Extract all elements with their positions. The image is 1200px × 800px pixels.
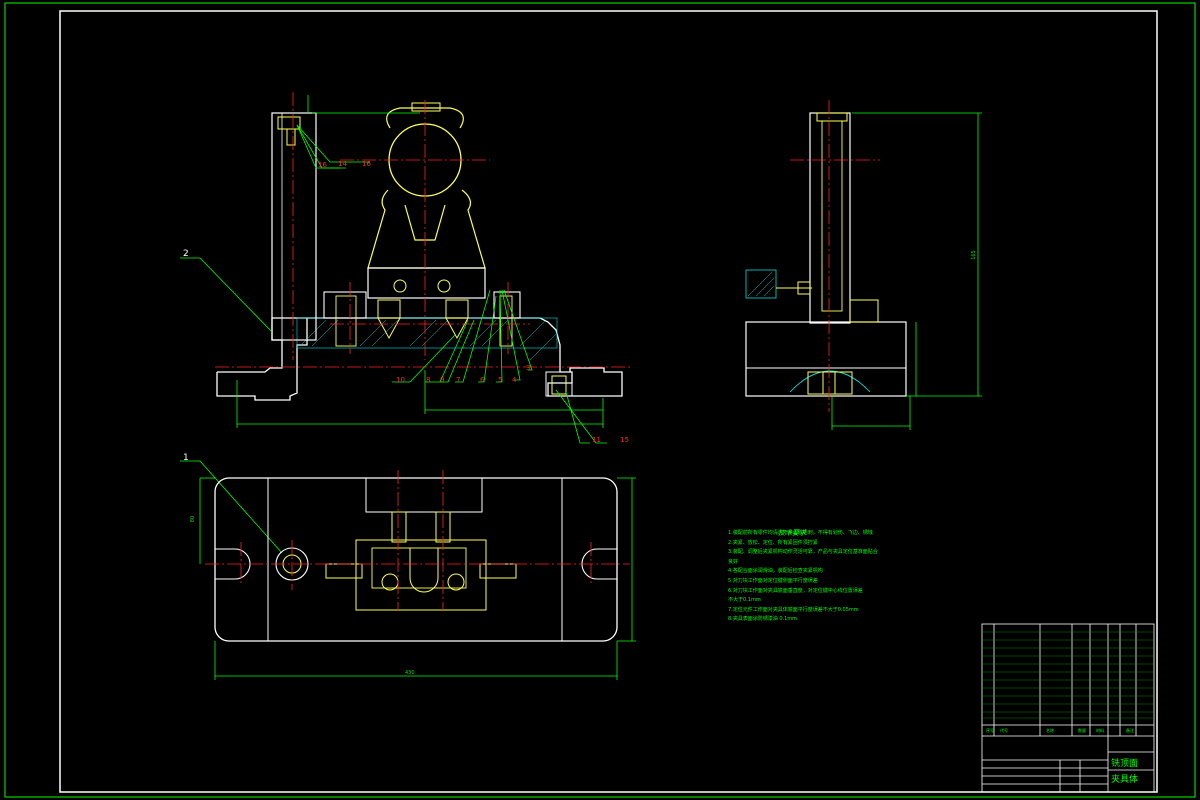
bom-header-name: 名称	[1046, 728, 1054, 733]
balloon-7: 7	[456, 376, 461, 384]
side-view	[745, 100, 982, 430]
bom-header-remark: 备注	[1126, 728, 1134, 733]
balloon-14: 14	[338, 160, 347, 168]
balloon-10: 10	[396, 376, 405, 384]
bom-header-no: 序号	[986, 728, 994, 733]
side-base	[745, 321, 907, 397]
drawing-subname: 夹具体	[1111, 775, 1139, 785]
plan-base-outline	[214, 477, 618, 642]
tech-req-item: 7.定位元件工作面对夹具体底面平行度误差不大于0.05mm	[728, 606, 859, 613]
tech-req-item: 不大于0.1mm	[728, 597, 761, 604]
plan-view	[199, 470, 636, 680]
tech-req-item: 3.装配、调整后夹紧机构动作灵活可靠，产品与夹具定位基准面贴合良好	[728, 549, 878, 565]
tech-req-item: 6.对刀块工作面对夹具底面垂直度，对定位键中心线位置误差	[728, 587, 863, 594]
balloon-3: 3	[526, 364, 531, 372]
balloon-5: 5	[498, 376, 503, 384]
balloon-8: 8	[426, 376, 431, 384]
dim-plan-width: 80	[190, 515, 197, 523]
front-base-outline	[216, 317, 623, 401]
dim-overall-length: 430	[405, 670, 415, 676]
balloon-6: 6	[480, 376, 485, 384]
balloon-15: 15	[620, 436, 629, 444]
front-left-column	[271, 112, 317, 341]
tech-req-list: 1.装配前所有零件均清洗干净去除毛刺，不得有划伤、飞边、锈蚀 2.夹紧、放松、定…	[728, 529, 878, 625]
dim-side-height: 165	[970, 250, 977, 260]
tech-req-item: 5.对刀块工作面对定位键侧面平行度误差	[728, 577, 818, 584]
drawing-name: 铣顶面	[1111, 759, 1139, 769]
front-section-hatch	[296, 317, 558, 349]
front-view	[180, 92, 630, 554]
tech-req-item: 1.装配前所有零件均清洗干净去除毛刺，不得有划伤、飞边、锈蚀	[728, 530, 873, 536]
tech-req-title: 技术要求	[778, 529, 806, 537]
balloon-2: 2	[183, 249, 189, 259]
workpiece-outline	[367, 107, 486, 269]
balloon-4: 4	[512, 376, 517, 384]
sheet-outer-border	[4, 2, 1196, 798]
bom-header-code: 代号	[1000, 728, 1008, 733]
tech-req-item: 2.夹紧、放松、定位、所有紧固件须拧紧	[728, 539, 818, 546]
side-column	[809, 112, 851, 324]
balloon-16b: 16	[362, 160, 371, 168]
balloon-11: 11	[592, 436, 601, 444]
bom-header-qty: 数量	[1078, 728, 1086, 733]
tech-req-item: 4.各配合面涂润滑油，装配后检查夹紧机构	[728, 568, 823, 575]
tech-req-item: 8.夹具表面涂防锈漆油 0.1mm	[728, 616, 798, 623]
balloon-1: 1	[183, 453, 189, 463]
front-clamp-screw	[277, 116, 301, 130]
bom-header: 序号 代号 名称 数量 材料 备注	[986, 727, 1154, 735]
sheet-inner-border	[59, 10, 1158, 793]
bom-header-material: 材料	[1096, 728, 1104, 733]
balloon-9: 9	[440, 376, 445, 384]
balloon-16a: 16	[318, 161, 327, 169]
